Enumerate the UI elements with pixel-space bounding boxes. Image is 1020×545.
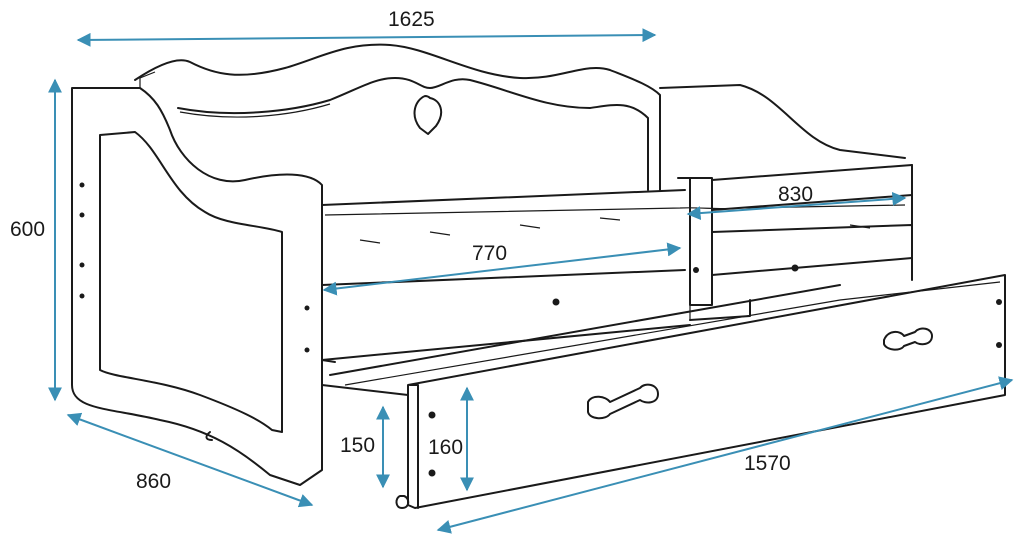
- dim-guard-length-line: [686, 191, 907, 221]
- left-headboard: [71, 71, 323, 486]
- label-drawer-outer-height: 160: [428, 436, 463, 459]
- dimension-labels: 1625 600 860 770 830 1570 150 160: [10, 8, 813, 493]
- label-total-length: 1625: [388, 8, 435, 31]
- label-inner-length: 770: [472, 242, 507, 265]
- dim-total-length-line: [76, 28, 657, 47]
- drawer-handle-back: [883, 327, 933, 351]
- drawer: [205, 274, 1006, 509]
- label-depth: 860: [136, 470, 171, 493]
- label-height: 600: [10, 218, 45, 241]
- label-guard-length: 830: [778, 183, 813, 206]
- dim-drawer-length-line: [436, 376, 1014, 534]
- dim-depth-line: [66, 412, 314, 508]
- label-drawer-length: 1570: [744, 452, 791, 475]
- drawer-handle-front: [587, 383, 659, 420]
- back-panel: [134, 43, 906, 191]
- dimension-lines: [48, 28, 1014, 534]
- label-drawer-inner-height: 150: [340, 434, 375, 457]
- front-rail: [321, 284, 691, 363]
- dim-inner-length-line: [322, 242, 682, 296]
